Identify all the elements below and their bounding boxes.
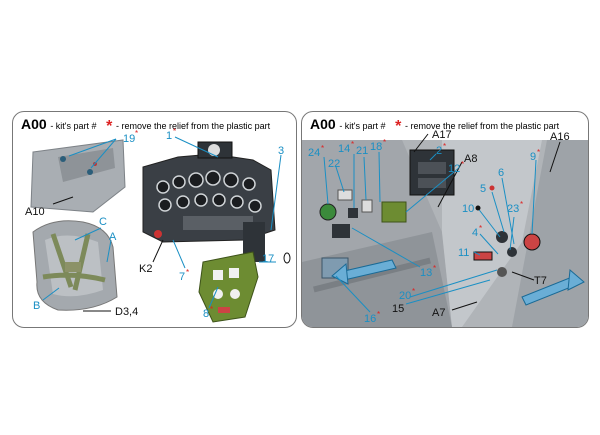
label-14: 14 [338, 143, 350, 155]
label-t7: T7 [534, 275, 547, 287]
label-23: 23 [507, 203, 519, 215]
label-1: 1 [166, 130, 172, 142]
label-7: 7 [179, 271, 185, 283]
label-20: 20 [399, 290, 411, 302]
part-left-instruments [319, 189, 373, 279]
header-code-right: A00 [310, 116, 336, 132]
label-2: 2 [436, 145, 442, 157]
part-a10-floor [30, 139, 126, 213]
part-seat [32, 220, 118, 311]
star-2: * [443, 142, 446, 151]
panel-right: A00 - kit's part # * - remove the relief… [301, 111, 589, 328]
label-18: 18 [370, 141, 382, 153]
star-7: * [186, 268, 189, 277]
label-19: 19 [123, 133, 135, 145]
part-instrument-panel [142, 141, 276, 262]
leader-lines [42, 136, 282, 309]
arrow-icons [331, 259, 585, 306]
header-kit-part: - kit's part # [50, 121, 97, 131]
label-24: 24 [308, 147, 320, 159]
part-5-icon [489, 185, 495, 191]
leader-k2 [152, 239, 164, 263]
star-14: * [351, 140, 354, 149]
header-remove-note-right: - remove the relief from the plastic par… [405, 121, 560, 131]
label-11: 11 [458, 247, 469, 259]
label-21: 21 [356, 145, 368, 157]
part-green-box [381, 201, 407, 223]
leader-a7 [451, 301, 478, 311]
label-a7: A7 [432, 307, 445, 319]
panel-header: A00 - kit's part # * - remove the relief… [21, 116, 270, 136]
label-a8: A8 [464, 153, 477, 165]
leader-a17 [413, 133, 429, 153]
label-6: 6 [498, 167, 504, 179]
star-9: * [537, 148, 540, 157]
label-b: B [33, 300, 40, 312]
star-13: * [433, 264, 436, 273]
label-a: A [109, 231, 117, 243]
header-remove-note: - remove the relief from the plastic par… [116, 121, 271, 131]
star-24: * [321, 144, 324, 153]
star-19: * [135, 129, 138, 138]
star-1: * [173, 127, 176, 136]
label-a17: A17 [432, 129, 452, 141]
label-a10: A10 [25, 206, 45, 218]
star-4: * [479, 224, 482, 233]
label-15: 15 [392, 303, 404, 315]
star-20: * [412, 287, 415, 296]
right-illustration: A17 A8 A16 24 * 22 14 * 21 18 * 2 * 12 *… [302, 129, 588, 327]
star-8: * [210, 305, 213, 314]
header-star: * [106, 118, 113, 135]
star-18: * [383, 138, 386, 147]
part-10-icon [475, 205, 481, 211]
left-illustration: 19 * A10 C A B D3,4 1 * 3 K2 7 * 8 * 17 [25, 127, 291, 323]
header-kit-part-right: - kit's part # [339, 121, 386, 131]
label-22: 22 [328, 158, 340, 170]
part-fuselage-interior [302, 140, 588, 327]
header-star-right: * [395, 118, 402, 135]
leader-a10 [52, 196, 74, 205]
leader-lines-right [323, 151, 537, 313]
star-12: * [461, 160, 464, 169]
label-9: 9 [530, 151, 536, 163]
panel-header-right: A00 - kit's part # * - remove the relief… [310, 116, 559, 136]
header-code: A00 [21, 116, 47, 132]
label-5: 5 [480, 183, 486, 195]
leader-a16 [549, 141, 561, 173]
label-10: 10 [462, 203, 474, 215]
label-4: 4 [472, 227, 478, 239]
part-17-icon [283, 252, 291, 264]
part-console-green [198, 251, 259, 323]
label-3: 3 [278, 145, 284, 157]
star-16: * [377, 310, 380, 319]
label-k2: K2 [139, 263, 152, 275]
label-d34: D3,4 [115, 306, 138, 318]
label-8: 8 [203, 308, 209, 320]
label-17: 17 [262, 253, 274, 265]
star-23: * [520, 200, 523, 209]
label-c: C [99, 216, 107, 228]
label-13: 13 [420, 267, 432, 279]
label-16: 16 [364, 313, 376, 325]
part-right-controls [473, 231, 541, 277]
panel-left: A00 - kit's part # * - remove the relief… [12, 111, 297, 328]
label-12: 12 [448, 163, 460, 175]
leader-t7 [511, 271, 535, 281]
label-a16: A16 [550, 131, 570, 143]
leader-a8 [437, 161, 463, 208]
